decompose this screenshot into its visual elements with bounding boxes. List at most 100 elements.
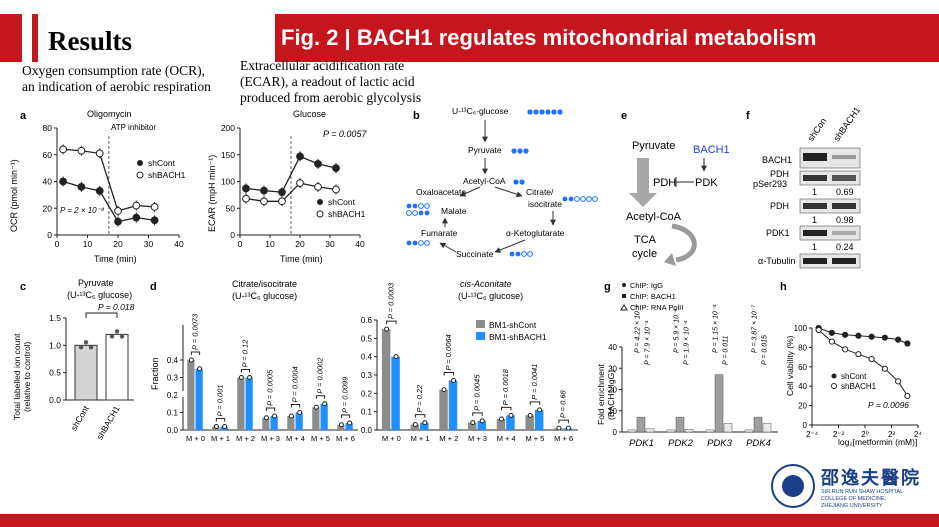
c-title2: (U-¹³C₆ glucose) [67, 290, 132, 300]
ecar-legend-marker-shcont [317, 199, 323, 205]
y-tick-label: 60 [43, 150, 53, 160]
b-fumarate-dots [406, 240, 430, 246]
g-legend-igg: ChIP: IgG [630, 281, 663, 290]
data-point-shBACH1 [815, 326, 822, 334]
y-tick-label: 0 [47, 230, 52, 240]
c-pvalue: P = 0.018 [98, 302, 135, 312]
ocr-legend-shcont: shCont [148, 158, 176, 168]
x-tick-label: 30 [144, 239, 154, 249]
p-value-M + 2: P = 0.12 [241, 339, 250, 368]
p-value-top-PDK2: P = 5.9 × 10⁻⁶ [674, 308, 681, 353]
d-citrate-title1: Citrate/isocitrate [232, 279, 297, 289]
bar-ChIP: IgG-PDK3 [705, 429, 715, 433]
bar-BM1-shBACH1-M + 4 [506, 415, 515, 430]
x-tick-label: 40 [174, 239, 184, 249]
panel-b-label: b [413, 110, 420, 122]
ecar-legend-shcont: shCont [328, 197, 356, 207]
x-category-M + 5: M + 5 [311, 434, 330, 443]
bar-BM1-shBACH1-M + 5 [320, 403, 328, 430]
bar-BM1-shCont-M + 0 [381, 329, 391, 430]
y-tick-label: 80 [43, 123, 53, 133]
ecar-legend: shCont shBACH1 [316, 197, 366, 219]
panel-a-label: a [20, 110, 27, 122]
d-legend-swatch-shcont [476, 320, 485, 328]
bar-BM1-shBACH1-M + 0 [195, 368, 203, 430]
bar-BM1-shBACH1-M + 3 [270, 416, 278, 430]
significance-bracket [315, 395, 326, 399]
ecar-note-line1: Extracellular acidification rate [240, 58, 405, 73]
ecar-note-line2: (ECAR), a readout of lactic acid [240, 74, 415, 89]
b-acetyl-dots [513, 179, 525, 185]
bar-BM1-shBACH1-M + 3 [477, 420, 486, 430]
bar-ChIP: IgG-PDK2 [666, 429, 676, 433]
bar-BM1-shCont-M + 3 [262, 417, 270, 430]
y-tick-label: 100 [221, 177, 235, 187]
ocr-pvalue: P = 2 × 10⁻⁴ [60, 206, 105, 215]
d-citrate-title2: (U-¹³C₆ glucose) [232, 291, 297, 301]
bar-BM1-shCont-M + 4 [496, 419, 506, 430]
f-q-pdh-2: 0.98 [836, 215, 854, 225]
data-point-shBACH1 [296, 179, 304, 188]
data-point-shCont [77, 182, 86, 191]
x-category-M + 4: M + 4 [286, 434, 305, 443]
p-value-M + 6: P = 0.0099 [341, 376, 350, 413]
data-point-shBACH1 [132, 201, 141, 210]
replicate-point [498, 416, 504, 422]
y-tick-label: 0.4 [361, 353, 373, 362]
b-pyruvate: Pyruvate [468, 145, 502, 155]
replicate-point [479, 418, 485, 424]
b-citrate-dots [562, 196, 598, 202]
p-value-M + 4: P = 0.0004 [291, 366, 300, 402]
bar-ChIP: BACH1-PDK1 [636, 416, 646, 433]
significance-bracket [386, 320, 397, 325]
f-q-pdk1-2: 0.24 [836, 242, 854, 252]
replicate-point [347, 420, 353, 426]
g-legend-polii: ChIP: RNA PolII [630, 303, 683, 312]
panel-g-label: g [604, 281, 611, 293]
e-bach1: BACH1 [693, 144, 730, 156]
e-pdk: PDK [695, 177, 718, 189]
g-legend-marker-polii [620, 304, 628, 311]
b-citrate: Citrate/ [526, 187, 554, 197]
ecar-legend-marker-shbach1 [316, 210, 324, 218]
replicate-point [78, 345, 84, 350]
data-point-shBACH1 [842, 346, 849, 353]
significance-bracket [215, 418, 226, 422]
y-tick-label: 50 [226, 203, 236, 213]
ocr-note-line2: an indication of aerobic respiration [22, 79, 211, 94]
y-tick-label: 1.0 [49, 340, 61, 350]
x-category-shBACH1: shBACH1 [94, 404, 121, 442]
replicate-point [288, 413, 294, 419]
x-tick-label: 0 [238, 239, 243, 249]
replicate-point [422, 420, 428, 426]
y-tick-label: 0.0 [167, 426, 179, 435]
bar-BM1-shBACH1-M + 0 [391, 356, 400, 430]
significance-bracket [472, 412, 483, 416]
data-point-shCont [59, 177, 67, 186]
p-value-M + 3: P = 0.0045 [473, 374, 482, 411]
x-category-PDK1: PDK1 [629, 438, 654, 449]
bar-BM1-shBACH1-M + 4 [295, 412, 303, 430]
bar-ChIP: RNA PolII-PDK3 [723, 423, 733, 433]
e-acetyl-coa: Acetyl-CoA [626, 211, 682, 223]
bar-BM1-shBACH1-M + 5 [534, 409, 544, 430]
f-row-pdk1: PDK1 [766, 228, 790, 238]
data-point-shBACH1 [95, 149, 104, 158]
p-value-bottom-PDK2: P = 1.9 × 10⁻⁴ [684, 320, 691, 365]
panel-e-diagram: e Pyruvate BACH1 PDH PDK Acetyl-CoA TCA … [621, 110, 730, 266]
logo-emblem [771, 464, 815, 508]
panel-d-label: d [150, 281, 157, 293]
ecar-note-line3: produced from aerobic glycolysis [240, 90, 422, 105]
f-row-pdh-p1: PDH [770, 169, 789, 179]
e-cycle: cycle [632, 248, 657, 260]
significance-bracket [414, 414, 426, 418]
replicate-point [508, 412, 514, 418]
ecar-ylabel: ECAR (mpH min⁻¹) [207, 155, 217, 232]
data-point-shCont [881, 334, 888, 341]
d-legend-swatch-shbach1 [476, 332, 485, 340]
h-legend-shcont: shCont [841, 372, 867, 381]
p-value-top-PDK3: P = 1.15 × 10⁻⁴ [713, 304, 720, 353]
